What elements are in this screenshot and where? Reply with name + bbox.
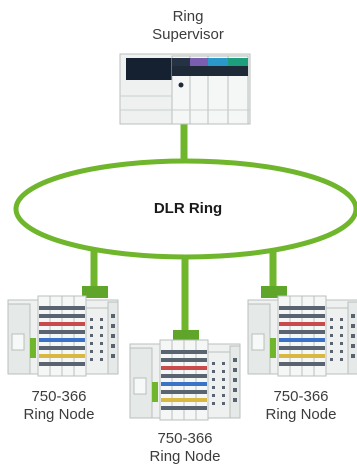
- dlr-ring-label: DLR Ring: [153, 200, 223, 217]
- node-left-label: 750-366 Ring Node: [4, 388, 114, 424]
- node-center-model: 750-366: [157, 430, 213, 447]
- node-left-role: Ring Node: [23, 406, 95, 423]
- ring-node-device-center: [129, 330, 241, 421]
- node-left-connector: [82, 286, 108, 298]
- node-center-label: 750-366 Ring Node: [130, 430, 240, 466]
- node-left-model: 750-366: [31, 388, 87, 405]
- supervisor-label: Ring Supervisor: [128, 8, 248, 44]
- node-center-connector: [173, 330, 199, 342]
- supervisor-label-line1: Ring: [172, 8, 204, 25]
- ring-node-device-left: [7, 286, 119, 377]
- supervisor-label-line2: Supervisor: [152, 26, 224, 43]
- node-right-connector: [261, 286, 287, 298]
- dlr-ring: [13, 158, 357, 260]
- node-right-label: 750-366 Ring Node: [246, 388, 356, 424]
- node-right-role: Ring Node: [265, 406, 337, 423]
- node-center-role: Ring Node: [149, 448, 221, 465]
- ring-node-device-right: [247, 286, 357, 377]
- ring-supervisor-device: [119, 53, 251, 125]
- node-right-model: 750-366: [273, 388, 329, 405]
